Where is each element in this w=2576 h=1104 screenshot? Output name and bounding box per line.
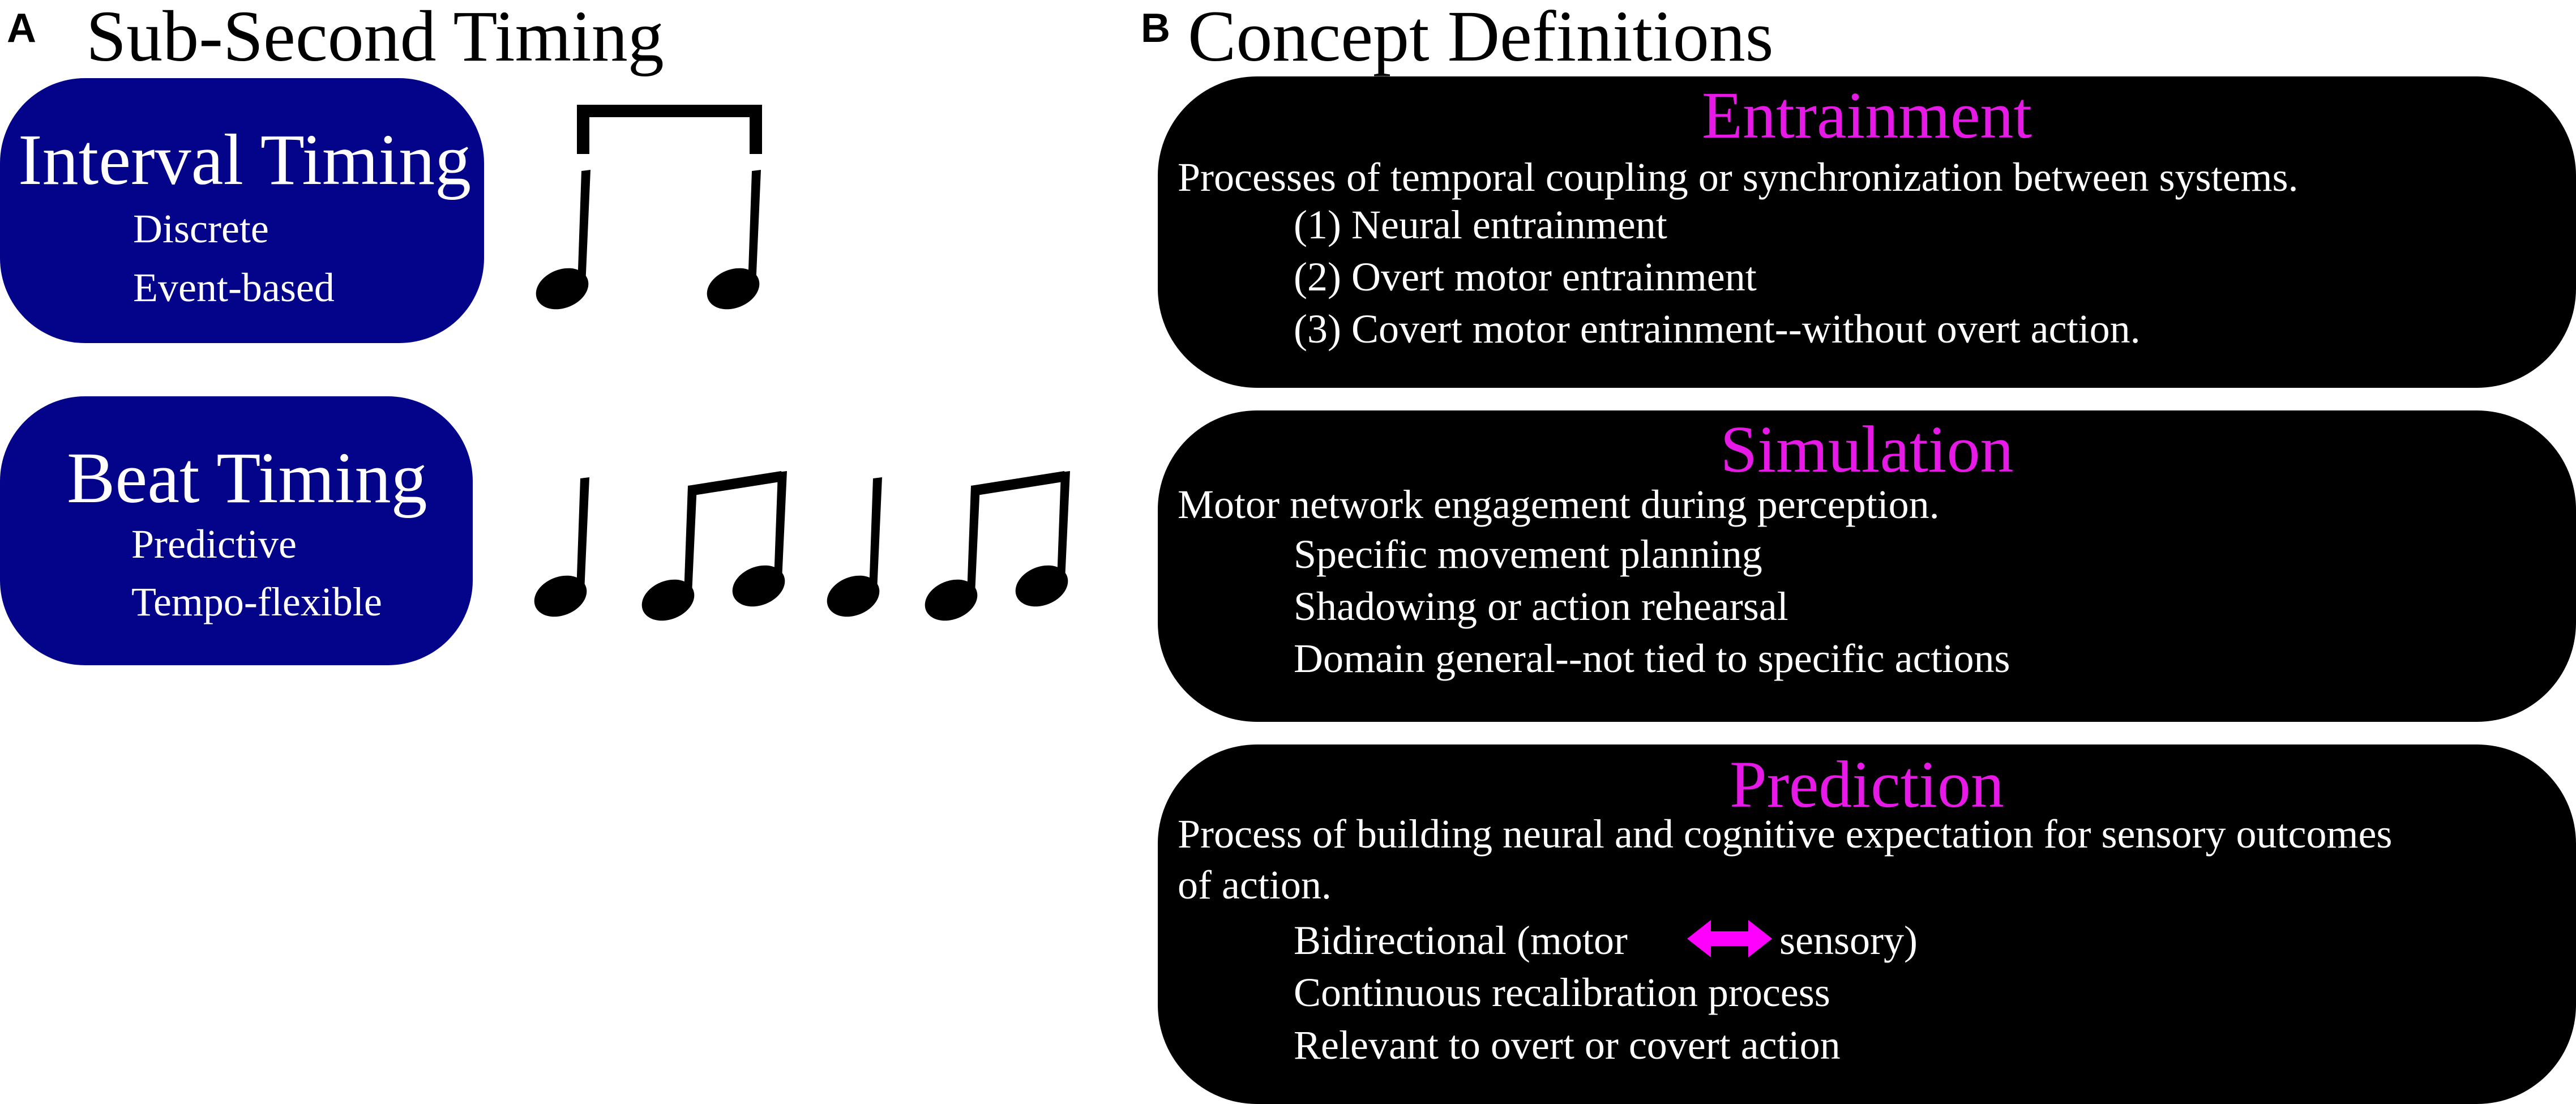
prediction-definition-line-2: of action.: [1178, 862, 1332, 908]
double-headed-arrow-icon: [1687, 920, 1772, 957]
prediction-bidirectional-left: Bidirectional (motor: [1294, 918, 1628, 963]
entrainment-definition: Processes of temporal coupling or synchr…: [1178, 155, 2299, 200]
entrainment-item-2: (2) Overt motor entrainment: [1294, 254, 1757, 299]
interval-item-discrete: Discrete: [133, 206, 269, 251]
simulation-item-1: Specific movement planning: [1294, 532, 1762, 577]
panel-a-letter: A: [7, 6, 36, 51]
panel-b-letter: B: [1141, 6, 1170, 51]
simulation-item-2: Shadowing or action rehearsal: [1294, 584, 1788, 629]
simulation-definition: Motor network engagement during percepti…: [1178, 482, 1940, 527]
prediction-title: Prediction: [1729, 747, 2005, 821]
prediction-bidirectional-right: sensory): [1779, 918, 1918, 963]
interval-item-event-based: Event-based: [133, 265, 335, 310]
beat-timing-box: Beat Timing Predictive Tempo-flexible: [0, 396, 473, 665]
prediction-item-1: Continuous recalibration process: [1294, 970, 1830, 1015]
simulation-item-3: Domain general--not tied to specific act…: [1294, 636, 2010, 681]
beat-rhythm-notes-icon: [534, 471, 1070, 621]
prediction-card: Prediction Process of building neural an…: [1158, 744, 2576, 1104]
prediction-item-2: Relevant to overt or covert action: [1294, 1022, 1841, 1068]
beat-item-predictive: Predictive: [131, 521, 297, 567]
entrainment-title: Entrainment: [1701, 78, 2032, 152]
prediction-definition-line-1: Process of building neural and cognitive…: [1178, 811, 2393, 857]
panel-b-title: Concept Definitions: [1188, 0, 1774, 76]
interval-timing-box: Interval Timing Discrete Event-based: [0, 78, 484, 343]
beat-item-tempo-flexible: Tempo-flexible: [131, 579, 382, 624]
panel-a-title: Sub-Second Timing: [86, 0, 664, 76]
entrainment-item-1: (1) Neural entrainment: [1294, 202, 1667, 247]
beat-timing-title: Beat Timing: [67, 438, 427, 518]
entrainment-card: Entrainment Processes of temporal coupli…: [1158, 76, 2576, 388]
entrainment-item-3: (3) Covert motor entrainment--without ov…: [1294, 306, 2141, 352]
simulation-title: Simulation: [1720, 412, 2014, 486]
simulation-card: Simulation Motor network engagement duri…: [1158, 410, 2576, 722]
two-quarter-notes-bracket-icon: [536, 105, 762, 310]
interval-timing-title: Interval Timing: [18, 119, 472, 200]
